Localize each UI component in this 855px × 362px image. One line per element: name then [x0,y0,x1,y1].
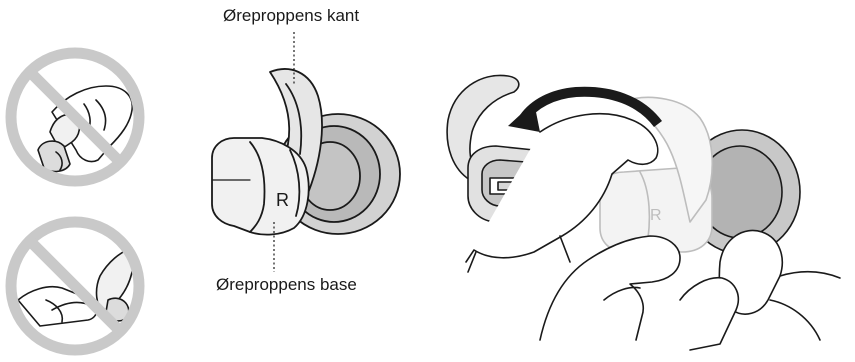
label-eartip-edge: Øreproppens kant [223,6,359,26]
side-marker-r-ghost: R [650,207,662,224]
wrong-way-top-panel [11,53,139,181]
side-marker-r: R [276,190,289,210]
right-hand [540,236,680,340]
label-eartip-base: Øreproppens base [216,275,357,295]
eartip-center [212,69,400,235]
wrong-way-bottom-panel [11,222,139,350]
installation-step-drawing [447,75,840,350]
eartip-body [212,138,309,235]
